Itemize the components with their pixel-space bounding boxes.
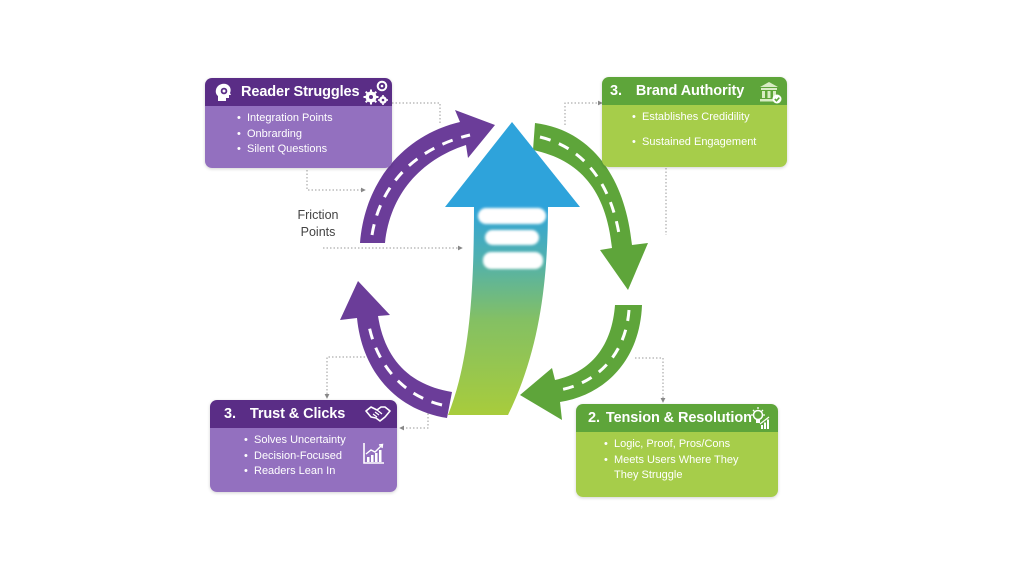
card-title: Brand Authority (635, 83, 745, 99)
bullet-list: Integration Points Onbrarding Silent Que… (237, 111, 392, 158)
card-brand-authority: 3. Brand Authority Establishes Credidili… (602, 77, 787, 167)
list-item: Sustained Engagement (632, 135, 787, 151)
list-item: Decision-Focused (244, 449, 397, 465)
card-header: Reader Struggles (205, 78, 392, 106)
list-item: Readers Lean In (244, 464, 397, 480)
connector-reader-top (392, 102, 441, 125)
growth-chart-icon (363, 443, 384, 464)
list-item-continuation: They Struggle (614, 469, 683, 481)
list-item: Silent Questions (237, 142, 392, 158)
friction-points-label: Friction Points (297, 208, 339, 239)
head-idea-icon (215, 83, 231, 101)
card-title: Trust & Clicks (249, 406, 346, 422)
list-item: Logic, Proof, Pros/Cons (604, 437, 778, 453)
arrow-bottom-left (340, 281, 452, 418)
card-header: 2. Tension & Resolution (576, 404, 778, 432)
list-item: Solves Uncertainty (244, 433, 397, 449)
arrow-top-right (533, 123, 648, 290)
card-body: Establishes Credidility Sustained Engage… (602, 105, 787, 167)
card-reader-struggles: Reader Struggles Integration Points Onb (205, 78, 392, 168)
card-trust-clicks: 3. Trust & Clicks Solves Uncertainty Dec… (210, 400, 397, 492)
arrow-top-left (360, 110, 495, 243)
card-body: Integration Points Onbrarding Silent Que… (205, 106, 392, 168)
arrow-bottom-right (520, 305, 642, 420)
card-number: 2. (588, 410, 600, 426)
card-body: Logic, Proof, Pros/Cons Meets Users Wher… (576, 432, 778, 497)
bullet-list: Solves Uncertainty Decision-Focused Read… (244, 433, 397, 480)
card-header: 3. Trust & Clicks (210, 400, 397, 428)
list-item: Meets Users Where They (604, 453, 778, 469)
card-title: Tension & Resolution (605, 410, 752, 426)
card-number: 3. (224, 406, 236, 422)
connector-tension-top (635, 357, 666, 403)
center-arrow-label-line (478, 208, 546, 224)
lightbulb-growth-icon (751, 407, 770, 429)
bank-check-icon (760, 82, 782, 104)
handshake-icon (365, 406, 391, 422)
card-number: 3. (610, 83, 622, 99)
gears-icon (363, 80, 388, 105)
card-tension-resolution: 2. Tension & Resolution Logic, Proof, Pr… (576, 404, 778, 497)
list-item: Establishes Credidility (632, 110, 787, 126)
center-arrow-label-line (485, 230, 539, 245)
card-body: Solves Uncertainty Decision-Focused Read… (210, 428, 397, 492)
connector-brand-left (564, 100, 603, 125)
list-item: Integration Points (237, 111, 392, 127)
bullet-list: Logic, Proof, Pros/Cons Meets Users Wher… (604, 437, 778, 484)
card-title: Reader Struggles (241, 84, 360, 100)
center-arrow-label-line (483, 252, 543, 269)
connector-reader-friction (306, 170, 366, 193)
card-header: 3. Brand Authority (602, 77, 787, 105)
bullet-list: Establishes Credidility Sustained Engage… (632, 110, 787, 150)
list-item: Onbrarding (237, 127, 392, 143)
connector-trust-top (324, 356, 365, 399)
